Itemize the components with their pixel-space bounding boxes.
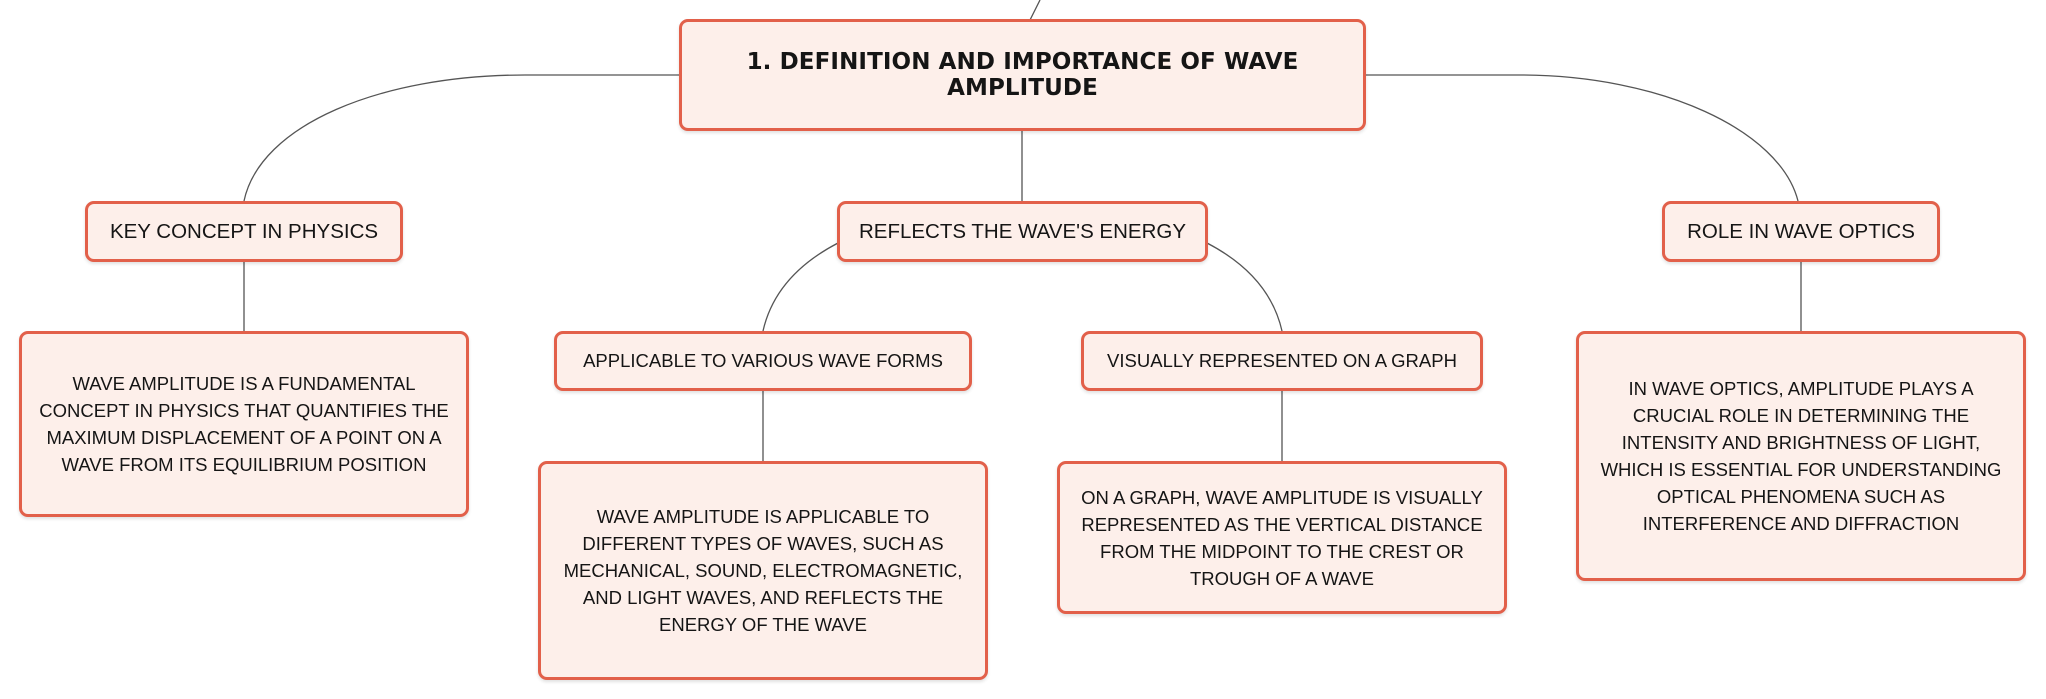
subtopic-wave-forms-node[interactable]: Applicable to Various Wave Forms (554, 331, 972, 391)
root-topic-label: 1. Definition and Importance of Wave Amp… (746, 49, 1299, 101)
subtopic-graph-node[interactable]: Visually Represented on a Graph (1081, 331, 1483, 391)
topic-wave-optics-label: Role in Wave Optics (1687, 219, 1915, 243)
subtopic-wave-forms-label: Applicable to Various Wave Forms (583, 350, 943, 371)
connector-energy-to-forms (762, 242, 839, 332)
detail-wave-forms-node[interactable]: Wave amplitude is applicable to differen… (538, 461, 988, 680)
topic-energy-node[interactable]: Reflects the Wave's Energy (837, 201, 1208, 262)
detail-wave-optics-node[interactable]: In wave optics, amplitude plays a crucia… (1576, 331, 2026, 581)
detail-wave-forms-text: Wave amplitude is applicable to differen… (563, 506, 963, 635)
topic-wave-optics-node[interactable]: Role in Wave Optics (1662, 201, 1940, 262)
subtopic-graph-label: Visually Represented on a Graph (1107, 350, 1457, 371)
connector-root-to-optics (1366, 74, 1799, 202)
connector-energy-to-graph (1206, 242, 1283, 332)
detail-key-concept-node[interactable]: Wave amplitude is a fundamental concept … (19, 331, 469, 517)
topic-key-concept-node[interactable]: Key Concept in Physics (85, 201, 403, 262)
detail-graph-text: On a graph, wave amplitude is visually r… (1081, 486, 1483, 589)
root-topic-node[interactable]: 1. Definition and Importance of Wave Amp… (679, 19, 1366, 131)
topic-key-concept-label: Key Concept in Physics (109, 219, 379, 243)
detail-key-concept-text: Wave amplitude is a fundamental concept … (39, 373, 449, 475)
topic-energy-label: Reflects the Wave's Energy (858, 219, 1187, 243)
connector-root-to-physics (243, 74, 679, 202)
connector-parent-stub (1029, 0, 1041, 21)
detail-graph-node[interactable]: On a graph, wave amplitude is visually r… (1057, 461, 1507, 614)
detail-wave-optics-text: In wave optics, amplitude plays a crucia… (1600, 378, 2002, 534)
